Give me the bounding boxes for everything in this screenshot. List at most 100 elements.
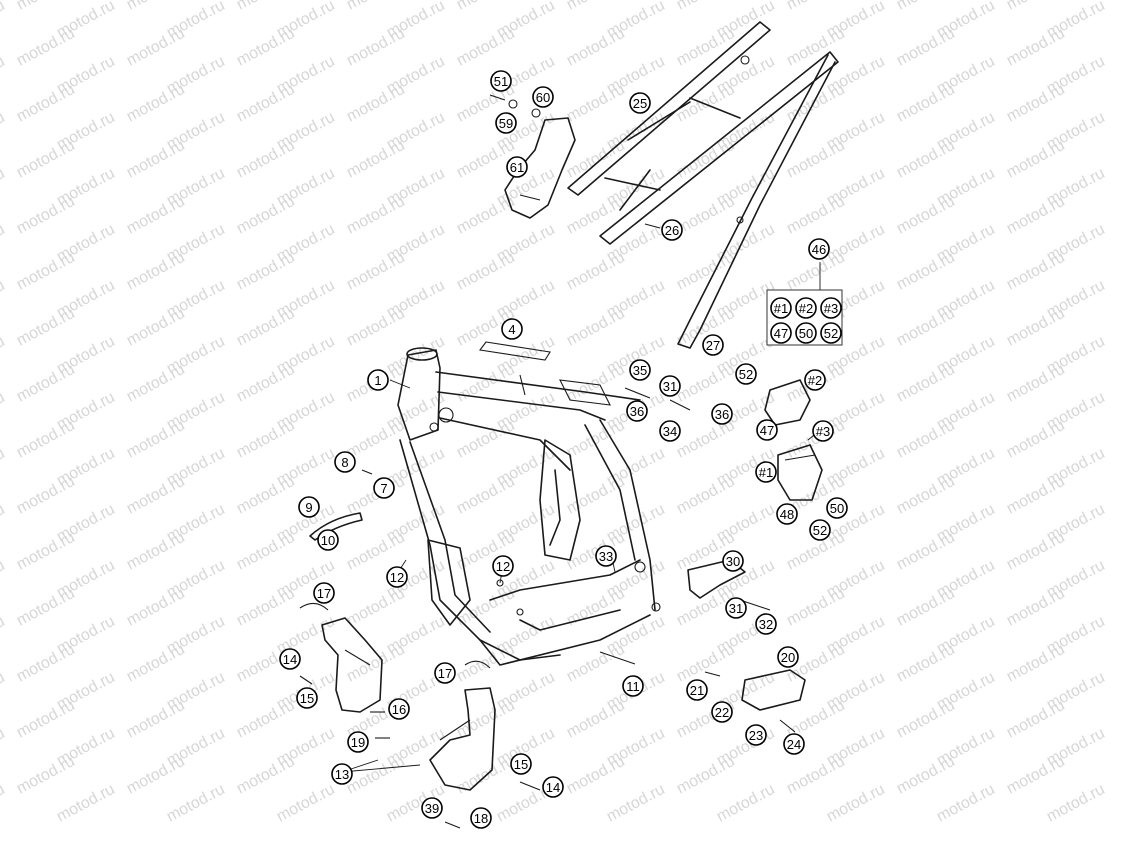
callout-c59[interactable]: 59 xyxy=(495,112,517,134)
callout-c24[interactable]: 24 xyxy=(783,733,805,755)
callout-c32[interactable]: 32 xyxy=(755,613,777,635)
callout-circle xyxy=(745,724,767,746)
watermark-text: motod.ru xyxy=(0,501,8,546)
callout-c31a[interactable]: 31 xyxy=(659,375,681,397)
callout-c26[interactable]: 26 xyxy=(661,219,683,241)
callout-h1b[interactable]: #1 xyxy=(755,461,777,483)
callout-c16[interactable]: 16 xyxy=(388,698,410,720)
watermark-text: motod.ru xyxy=(674,137,738,182)
callout-c39[interactable]: 39 xyxy=(421,797,443,819)
watermark-text: motod.ru xyxy=(0,669,8,714)
callout-c9[interactable]: 9 xyxy=(298,496,320,518)
callout-c8[interactable]: 8 xyxy=(334,451,356,473)
callout-c12b[interactable]: 12 xyxy=(492,555,514,577)
watermark-text: motod.ru xyxy=(564,305,628,350)
callout-label: #1 xyxy=(759,465,773,480)
watermark-text: motod.ru xyxy=(14,137,78,182)
callout-circle xyxy=(776,503,798,525)
callout-label: 16 xyxy=(392,702,406,717)
callout-c1[interactable]: 1 xyxy=(367,369,389,391)
callout-circle xyxy=(298,496,320,518)
callout-c50b[interactable]: 50 xyxy=(826,497,848,519)
callout-c60[interactable]: 60 xyxy=(532,86,554,108)
watermark-text: motod.ru xyxy=(564,697,628,742)
watermark-text: motod.ru xyxy=(0,781,8,826)
callout-c11[interactable]: 11 xyxy=(622,675,644,697)
callout-c52a[interactable]: 52 xyxy=(820,322,842,344)
watermark-text: motod.ru xyxy=(124,25,188,70)
callout-circle xyxy=(595,545,617,567)
callout-h2a[interactable]: #2 xyxy=(795,297,817,319)
callout-c14b[interactable]: 14 xyxy=(542,776,564,798)
callout-circle xyxy=(755,613,777,635)
watermark-text: motod.ru xyxy=(344,137,408,182)
callout-c46[interactable]: 46 xyxy=(808,238,830,260)
callout-h2b[interactable]: #2 xyxy=(804,369,826,391)
callout-c27[interactable]: 27 xyxy=(702,334,724,356)
watermark-text: motod.ru xyxy=(14,417,78,462)
watermark-text: motod.ru xyxy=(894,641,958,686)
callout-h3b[interactable]: #3 xyxy=(812,420,834,442)
callout-c61[interactable]: 61 xyxy=(506,156,528,178)
watermark-text: motod.ru xyxy=(564,249,628,294)
callout-circle xyxy=(386,566,408,588)
watermark-text: motod.ru xyxy=(344,25,408,70)
callout-c7[interactable]: 7 xyxy=(373,477,395,499)
watermark-text: motod.ru xyxy=(934,781,998,826)
callout-c23[interactable]: 23 xyxy=(745,724,767,746)
watermark-text: motod.ru xyxy=(1004,697,1068,742)
callout-c52c[interactable]: 52 xyxy=(809,519,831,541)
watermark-text: motod.ru xyxy=(1004,417,1068,462)
callout-label: 34 xyxy=(663,424,677,439)
callout-c50a[interactable]: 50 xyxy=(795,322,817,344)
callout-c48[interactable]: 48 xyxy=(776,503,798,525)
callout-label: 39 xyxy=(425,801,439,816)
callout-c52b[interactable]: 52 xyxy=(735,363,757,385)
watermark-text: motod.ru xyxy=(234,585,298,630)
callout-c31b[interactable]: 31 xyxy=(725,597,747,619)
callout-c10[interactable]: 10 xyxy=(317,529,339,551)
watermark-text: motod.ru xyxy=(344,81,408,126)
callout-c36b[interactable]: 36 xyxy=(711,403,733,425)
watermark-text: motod.ru xyxy=(1004,641,1068,686)
watermark-text: motod.ru xyxy=(454,25,518,70)
callout-h3a[interactable]: #3 xyxy=(820,297,842,319)
callout-circle xyxy=(808,238,830,260)
watermark-text: motod.ru xyxy=(54,781,118,826)
callout-c34[interactable]: 34 xyxy=(659,420,681,442)
callout-c4[interactable]: 4 xyxy=(501,318,523,340)
callout-h1a[interactable]: #1 xyxy=(770,297,792,319)
callout-c25[interactable]: 25 xyxy=(629,92,651,114)
callout-c36a[interactable]: 36 xyxy=(626,400,648,422)
callout-label: 14 xyxy=(283,652,297,667)
callout-c17a[interactable]: 17 xyxy=(313,582,335,604)
watermark-text: motod.ru xyxy=(1004,81,1068,126)
callout-c47b[interactable]: 47 xyxy=(756,419,778,441)
callout-c15b[interactable]: 15 xyxy=(510,753,532,775)
callout-circle xyxy=(388,698,410,720)
callout-c47a[interactable]: 47 xyxy=(770,322,792,344)
callout-circle xyxy=(735,363,757,385)
callout-c12a[interactable]: 12 xyxy=(386,566,408,588)
watermark-text: motod.ru xyxy=(0,613,8,658)
callout-c18[interactable]: 18 xyxy=(470,807,492,829)
callout-c20[interactable]: 20 xyxy=(777,646,799,668)
callout-c17b[interactable]: 17 xyxy=(434,662,456,684)
callout-label: 17 xyxy=(438,666,452,681)
callout-c33[interactable]: 33 xyxy=(595,545,617,567)
watermark-text: motod.ru xyxy=(0,725,8,770)
callout-c51[interactable]: 51 xyxy=(490,70,512,92)
callout-c15a[interactable]: 15 xyxy=(296,687,318,709)
callout-c14a[interactable]: 14 xyxy=(279,648,301,670)
callout-c35[interactable]: 35 xyxy=(629,359,651,381)
callout-circle xyxy=(661,219,683,241)
watermark-text: motod.ru xyxy=(784,0,848,14)
callout-c22[interactable]: 22 xyxy=(711,701,733,723)
watermark-text: motod.ru xyxy=(894,25,958,70)
callout-label: 8 xyxy=(341,455,348,470)
callout-c30[interactable]: 30 xyxy=(722,550,744,572)
callout-label: 15 xyxy=(514,757,528,772)
callout-c19[interactable]: 19 xyxy=(347,731,369,753)
callout-c13[interactable]: 13 xyxy=(331,763,353,785)
callout-c21[interactable]: 21 xyxy=(686,679,708,701)
